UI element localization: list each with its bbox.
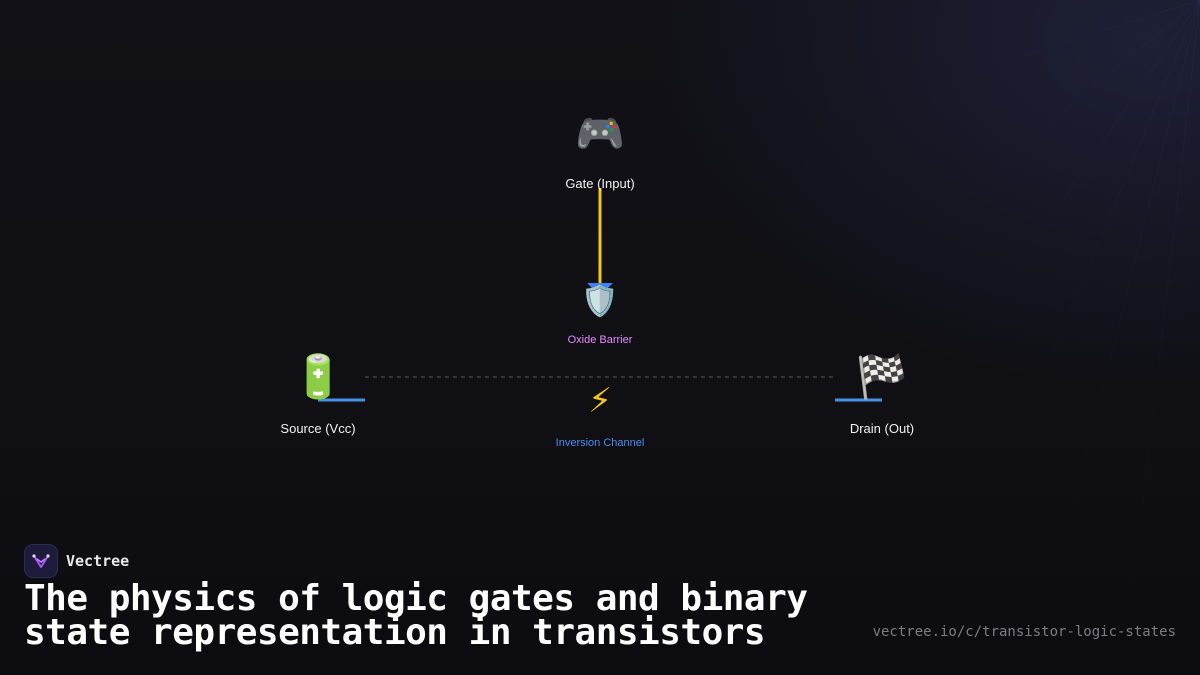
gate-label: Gate (Input): [565, 176, 635, 191]
shield-icon: 🛡️: [581, 284, 619, 319]
battery-icon: 🔋: [292, 352, 345, 401]
page-url[interactable]: vectree.io/c/transistor-logic-states: [872, 624, 1176, 640]
page-title: The physics of logic gates and binary st…: [24, 578, 808, 653]
oxide-barrier-label: Oxide Barrier: [567, 334, 633, 346]
source-label: Source (Vcc): [280, 421, 356, 436]
brand: Vectree: [24, 544, 129, 578]
drain-label: Drain (Out): [849, 421, 915, 436]
brand-name: Vectree: [66, 552, 130, 570]
gate-arrowhead: [587, 283, 613, 296]
checkered-flag-icon: 🏁: [855, 352, 909, 401]
lightning-icon: ⚡: [588, 381, 612, 421]
inversion-channel-label: Inversion Channel: [555, 437, 645, 449]
gamepad-icon: 🎮: [575, 111, 625, 157]
vectree-logo-icon: [24, 544, 58, 578]
